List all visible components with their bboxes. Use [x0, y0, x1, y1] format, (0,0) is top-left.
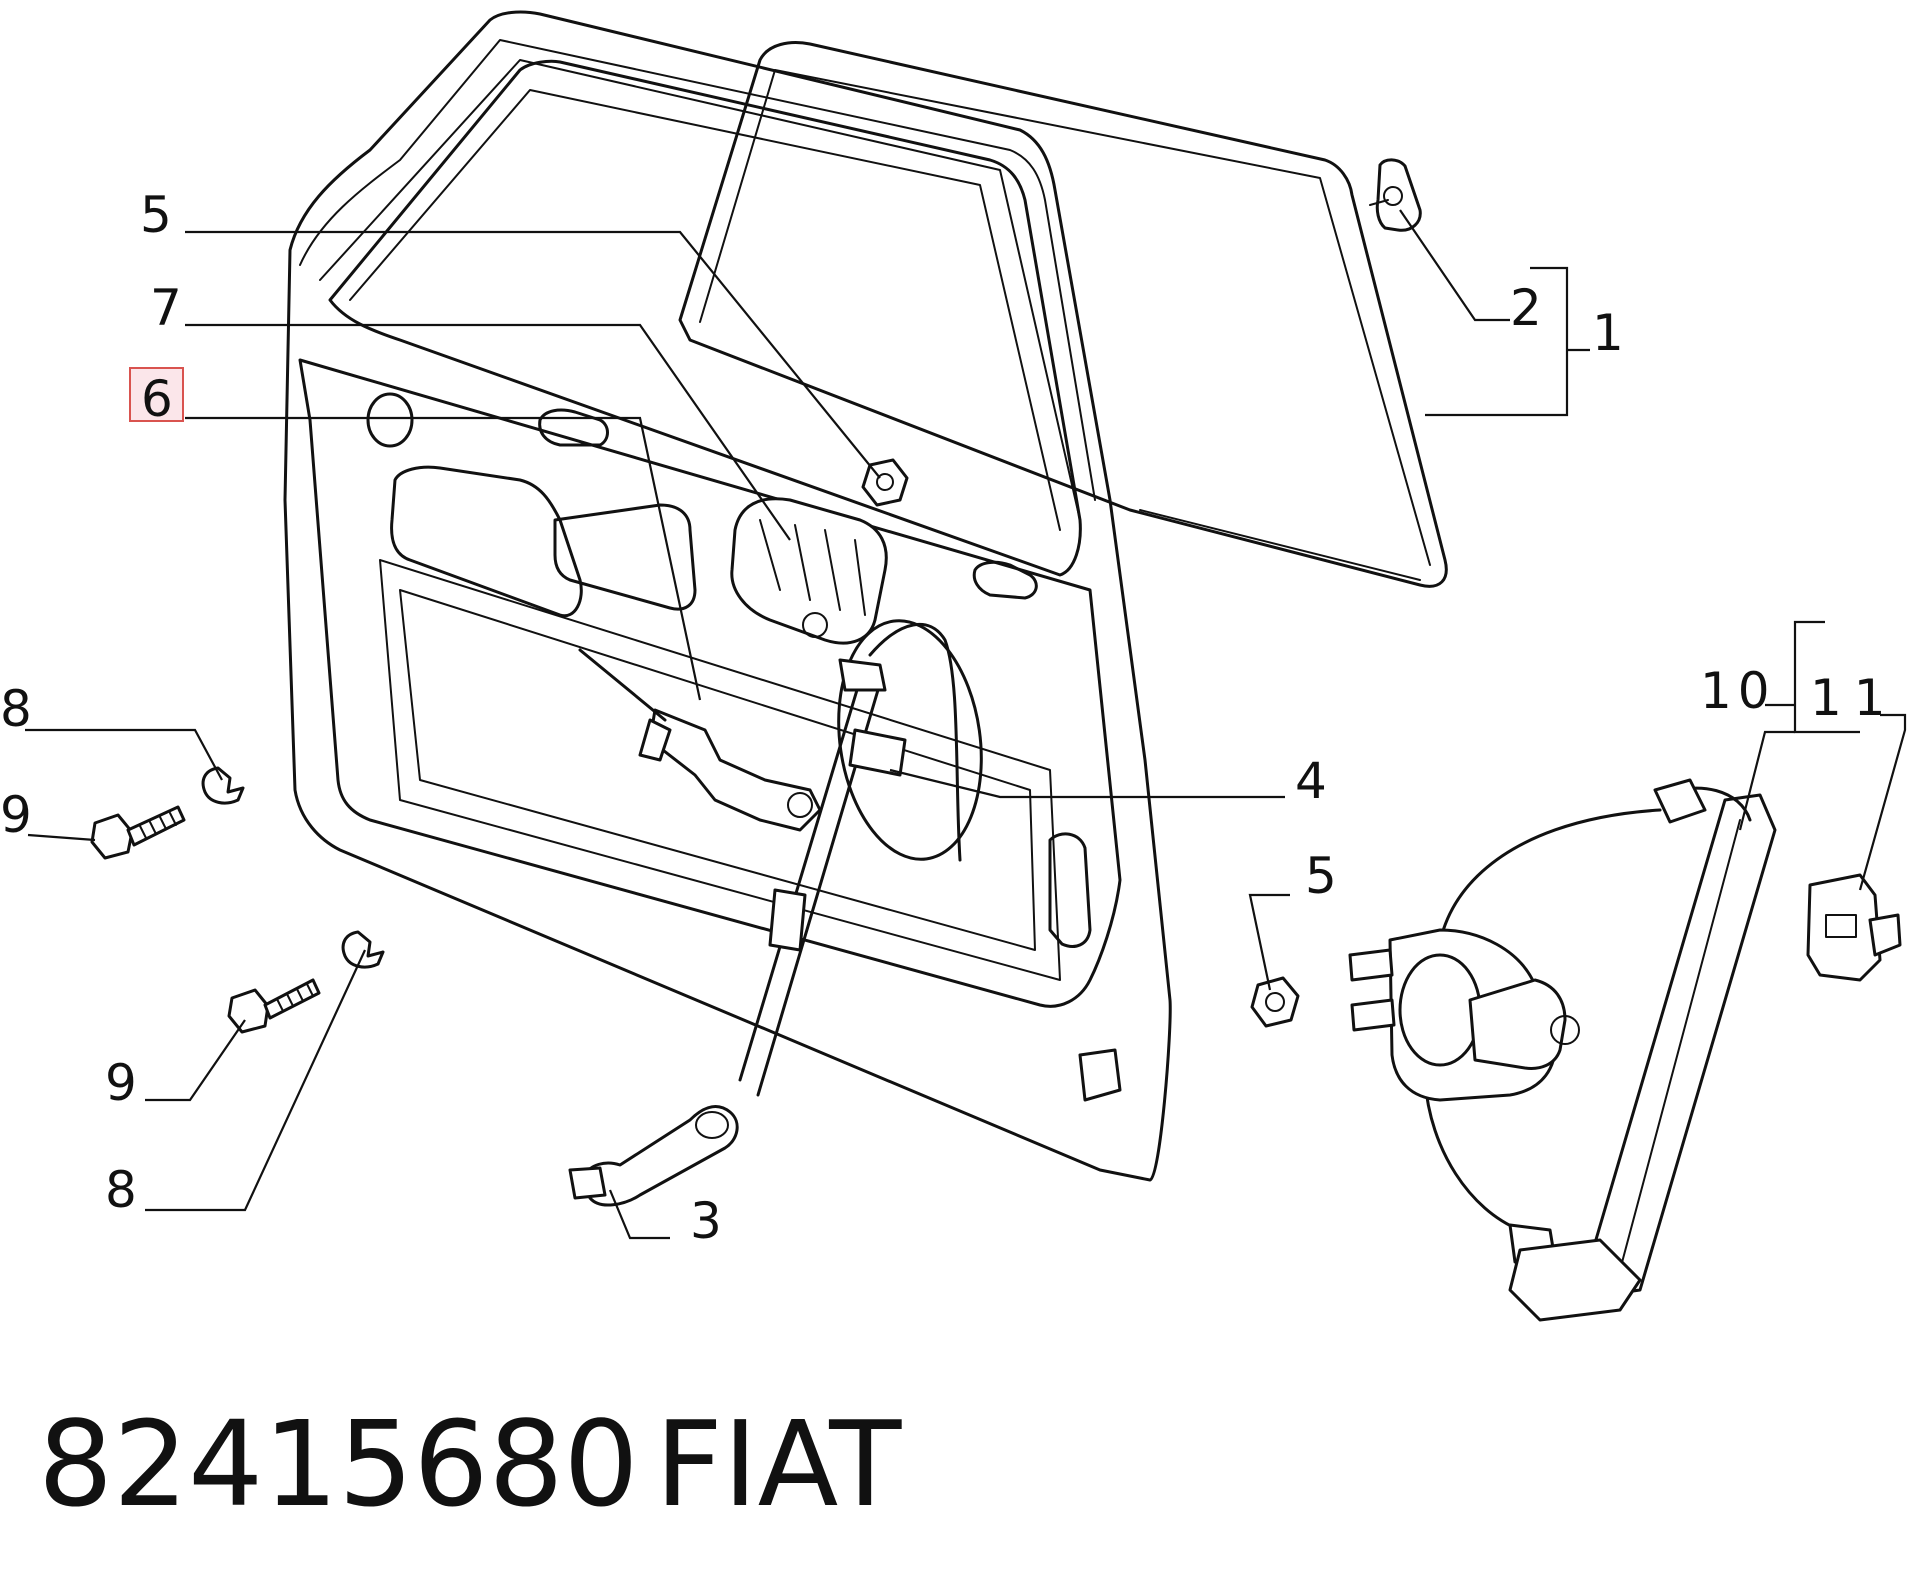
callout-2[interactable]: 2	[1510, 279, 1542, 337]
callout-8-bottom[interactable]: 8	[105, 1161, 137, 1219]
callout-6-highlight	[129, 367, 184, 422]
callout-10[interactable]: 10	[1700, 662, 1776, 720]
callout-6[interactable]: 6	[141, 370, 173, 428]
callout-7[interactable]: 7	[150, 279, 182, 337]
callout-9-bottom[interactable]: 9	[105, 1054, 137, 1112]
callout-8-top[interactable]: 8	[0, 680, 32, 738]
callout-11[interactable]: 11	[1810, 669, 1898, 727]
regulator-connector	[1806, 873, 1902, 982]
callout-1[interactable]: 1	[1592, 304, 1624, 362]
inside-handle-mechanism	[730, 497, 888, 645]
callout-5-top[interactable]: 5	[140, 186, 172, 244]
spring-clip-upper	[201, 766, 245, 805]
spring-clip-lower	[341, 930, 385, 969]
nut-lower	[1250, 976, 1300, 1028]
bolt-upper	[90, 805, 186, 860]
window-regulator	[1348, 778, 1777, 1322]
callout-5-right[interactable]: 5	[1305, 847, 1337, 905]
door-panel	[283, 10, 1172, 1182]
leader-lines	[25, 209, 1907, 1240]
control-rods	[578, 623, 962, 1097]
callout-9-top[interactable]: 9	[0, 786, 32, 844]
bolt-lower	[227, 978, 321, 1034]
callout-labels: 5 7 6 2 1 4 5 8 9 9 8 3 10 11	[0, 186, 1898, 1250]
part-number-caption: 82415680	[38, 1395, 639, 1533]
door-check-link	[568, 1105, 739, 1207]
glass-clip	[1369, 158, 1422, 232]
window-glass	[678, 41, 1448, 588]
callout-3[interactable]: 3	[690, 1192, 722, 1250]
callout-4[interactable]: 4	[1295, 752, 1327, 810]
brand-caption: FIAT	[655, 1395, 902, 1533]
